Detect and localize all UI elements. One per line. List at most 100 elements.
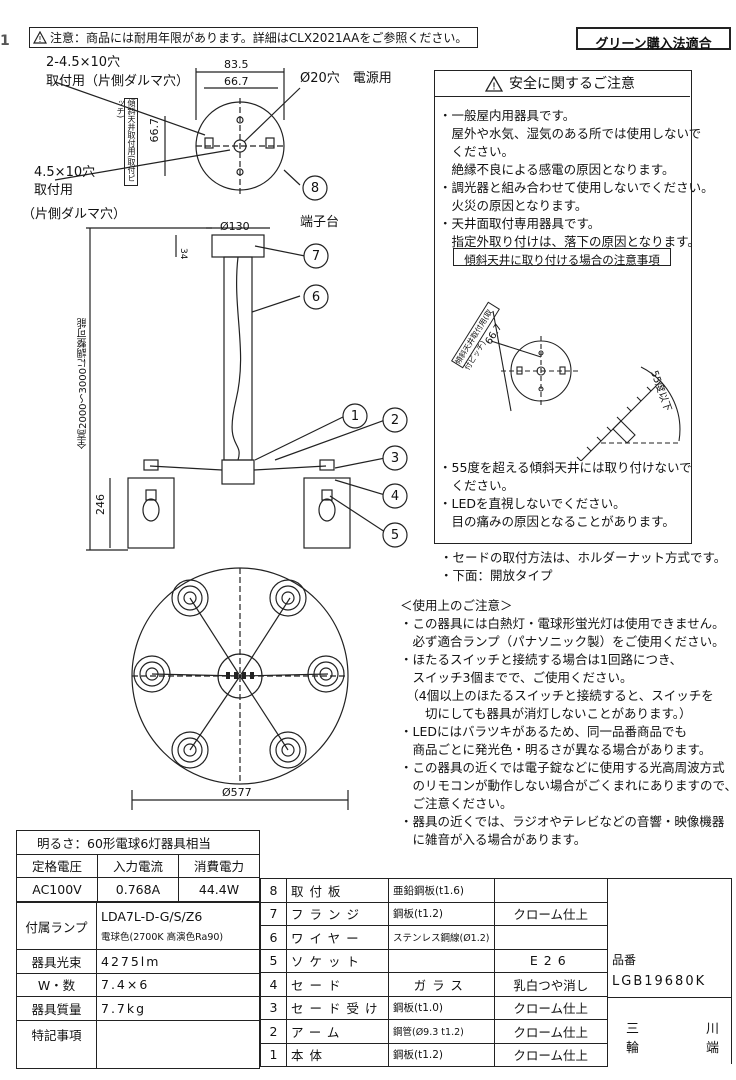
safety-line: ・LEDを直視しないでください。: [439, 496, 626, 511]
callout-3: 3: [390, 451, 400, 466]
fixture-drawing: [54, 68, 408, 810]
part-name: セード受け: [286, 995, 389, 1020]
overall-height-label: 全高2000〜3000に調整可能: [78, 318, 89, 449]
dim-34: 34: [178, 248, 188, 260]
spec-table: 明るさ：60形電球6灯器具相当 定格電圧 入力電流 消費電力 AC100V 0.…: [16, 830, 261, 902]
power-value: 44.4W: [177, 877, 261, 902]
part-material: 鋼板(t1.0): [388, 995, 495, 1020]
usage-line: ・LEDにはバラツキがあるため、同一品番商品でも: [400, 724, 687, 739]
h-current: 入力電流: [96, 853, 179, 878]
voltage-value: AC100V: [16, 877, 98, 902]
safety-lines: ・一般屋内用器具です。 屋外や水気、湿気のある所では使用しないで ください。 絶…: [439, 107, 714, 251]
warning-icon: !: [485, 76, 503, 92]
slope-caution-box: 傾斜天井に取り付ける場合の注意事項: [453, 248, 671, 267]
part-material: [388, 948, 495, 973]
safety-header: ! 安全に関するご注意: [435, 71, 690, 97]
brightness-cell: 明るさ：60形電球6灯器具相当: [16, 830, 260, 855]
dim-835: 83.5: [224, 58, 249, 71]
maker-char-4: 端: [706, 1041, 720, 1056]
usage-line: （4個以上のほたるスイッチと接続すると、スイッチを: [400, 688, 714, 703]
h-voltage: 定格電圧: [16, 853, 98, 878]
part-no: 8: [260, 878, 287, 903]
part-material: 鋼板(t1.2): [388, 1042, 495, 1067]
usage-line: に雑音が入る場合があります。: [400, 832, 587, 847]
slope-diagram: [490, 310, 681, 461]
part-finish: [493, 925, 608, 950]
svg-text:!: !: [38, 35, 41, 44]
lamp-model: LDA7L-D-G/S/Z6: [101, 909, 203, 924]
part-material: 亜鉛鋼板(t1.6): [388, 878, 495, 903]
usage-line: スイッチ3個までで、ご使用ください。: [400, 670, 633, 685]
part-finish: クローム仕上: [493, 1042, 608, 1067]
safety-line: ください。: [439, 478, 515, 493]
part-material: 鋼管(Ø9.3 t1.2): [388, 1019, 495, 1044]
callout-7: 7: [311, 249, 321, 264]
safety-line: 火災の原因となります。: [439, 198, 588, 213]
daruma-label: （片側ダルマ穴）: [22, 207, 127, 222]
mount-side-label: 取付用（片側ダルマ穴）: [46, 74, 190, 89]
part-name: セード: [286, 972, 389, 997]
flux-value: 4275lm: [96, 949, 260, 974]
safety-line: 絶縁不良による感電の原因となります。: [439, 162, 675, 177]
safety-notice-box: ! 安全に関するご注意 ・一般屋内用器具です。 屋外や水気、湿気のある所では使用…: [434, 70, 714, 544]
part-no: 3: [260, 995, 287, 1020]
hole-20-label: Ø20穴 電源用: [300, 71, 392, 86]
part-material: 鋼板(t1.2): [388, 901, 495, 926]
part-no: 7: [260, 901, 287, 926]
part-finish: クローム仕上: [493, 995, 608, 1020]
hole-45-label: 4.5×10穴: [34, 165, 96, 180]
page-marker: 1: [0, 33, 10, 49]
part-finish: クローム仕上: [493, 901, 608, 926]
safety-line: 屋外や水気、湿気のある所では使用しないで: [439, 126, 702, 141]
warning-icon: !: [33, 31, 47, 44]
lamp-label: 付属ランプ: [16, 902, 97, 950]
usage-line: ・器具の近くでは、ラジオやテレビなどの音響・映像機器: [400, 814, 725, 829]
usage-line: 商品ごとに発光色・明るさが異なる場合があります。: [400, 742, 712, 757]
flux-label: 器具光束: [16, 949, 97, 974]
safety-line: ・調光器と組み合わせて使用しないでください。: [439, 180, 714, 195]
callout-2: 2: [390, 413, 400, 428]
part-finish: [493, 878, 608, 903]
part-no: 5: [260, 948, 287, 973]
w-value: 7.4×6: [96, 972, 260, 997]
caution-text: 注意：商品には耐用年限があります。詳細はCLX2021AAをご参照ください。: [50, 31, 468, 45]
safety-line: ・55度を超える傾斜天井には取り付けないで: [439, 460, 692, 475]
current-value: 0.768A: [96, 877, 179, 902]
usage-line: 切にしても器具が消灯しないことがあります。）: [400, 706, 692, 721]
mass-value: 7.7kg: [96, 996, 260, 1021]
usage-line: 必ず適合ランプ（パナソニック製）をご使用ください。: [400, 634, 725, 649]
lamp-note: 電球色(2700K 高演色Ra90): [101, 932, 224, 943]
callout-1: 1: [350, 409, 360, 424]
special-label: 特記事項: [16, 1019, 97, 1069]
terminal-label: 端子台: [300, 215, 340, 230]
w-label: W・数: [16, 972, 97, 997]
part-no: 4: [260, 972, 287, 997]
svg-text:!: !: [492, 82, 496, 93]
part-no: 6: [260, 925, 287, 950]
product-block: 品番 LGB19680K 三 輪 川 端: [608, 878, 732, 1064]
part-no: 1: [260, 1042, 287, 1067]
part-name: ソケット: [286, 948, 389, 973]
usage-line: ご注意ください。: [400, 796, 513, 811]
product-code: LGB19680K: [612, 974, 707, 989]
safety-title: 安全に関するご注意: [509, 76, 635, 92]
usage-line: ・この器具の近くでは電子錠などに使用する光高周波方式: [400, 760, 725, 775]
part-name: 本体: [286, 1042, 389, 1067]
safety-line: ・天井面取付専用器具です。: [439, 216, 601, 231]
maker-char-1: 三: [626, 1022, 640, 1037]
hole-2x-label: 2-4.5×10穴: [46, 55, 121, 70]
usage-line: ・ほたるスイッチと接続する場合は1回路につき、: [400, 652, 683, 667]
spec-table-2: 付属ランプ LDA7L-D-G/S/Z6 電球色(2700K 高演色Ra90) …: [16, 902, 260, 1069]
maker-char-3: 川: [706, 1022, 720, 1037]
safety-line: ・一般屋内用器具です。: [439, 108, 576, 123]
part-name: アーム: [286, 1019, 389, 1044]
